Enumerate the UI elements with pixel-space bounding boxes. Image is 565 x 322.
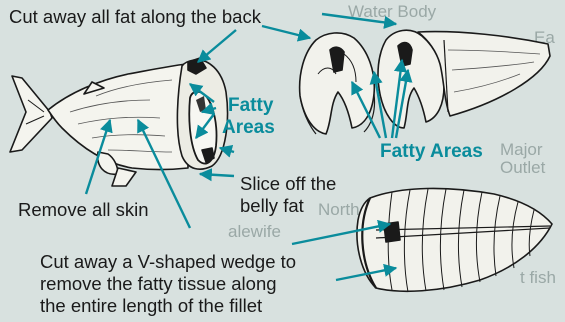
label-wedge-1: Cut away a V-shaped wedge to — [40, 252, 296, 272]
label-fatty-areas-steaks: Fatty Areas — [380, 142, 483, 162]
label-belly-fat-1: Slice off the — [240, 174, 336, 194]
fillet-icon — [357, 188, 552, 292]
label-wedge-2: remove the fatty tissue along — [40, 274, 277, 294]
label-fatty-areas-fish-1: Fatty — [228, 96, 273, 116]
label-fatty-areas-fish-2: Areas — [222, 118, 275, 138]
label-back-fat: Cut away all fat along the back — [9, 7, 261, 27]
whole-fish-icon — [10, 58, 227, 186]
label-belly-fat-2: belly fat — [240, 196, 304, 216]
label-remove-skin: Remove all skin — [18, 200, 149, 220]
fish-steaks-icon — [300, 30, 550, 134]
label-wedge-3: the entire length of the fillet — [40, 296, 262, 316]
